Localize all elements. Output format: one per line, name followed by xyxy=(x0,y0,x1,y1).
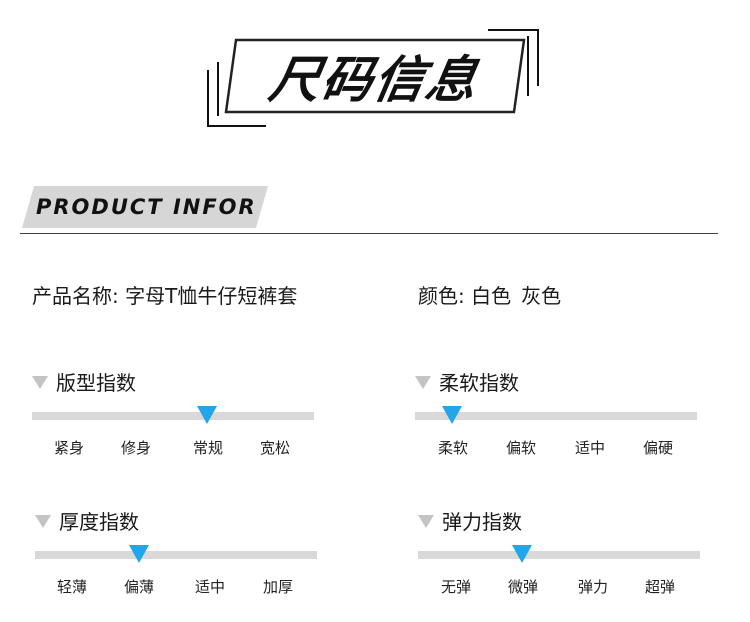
product-color-row: 颜色白色灰色 xyxy=(418,282,571,310)
level-label: 微弹 xyxy=(507,578,538,596)
level-label: 宽松 xyxy=(259,439,290,457)
level-marker-icon xyxy=(196,406,217,424)
index-track xyxy=(415,412,697,420)
index-levels: 柔软 偏软 适中 偏硬 xyxy=(415,436,697,460)
header-banner: 尺码信息 xyxy=(0,0,750,140)
index-title: 柔软指数 xyxy=(439,371,519,395)
triangle-down-icon xyxy=(415,376,431,389)
index-elasticity: 弹力指数 无弹 微弹 弹力 超弹 xyxy=(418,507,718,617)
color-value-white: 白色 xyxy=(471,284,512,308)
index-title: 厚度指数 xyxy=(59,510,139,534)
index-levels: 轻薄 偏薄 适中 加厚 xyxy=(35,575,317,599)
index-title-row: 厚度指数 xyxy=(35,507,139,537)
page-title: 尺码信息 xyxy=(265,51,484,109)
triangle-down-icon xyxy=(418,515,434,528)
index-title-row: 弹力指数 xyxy=(418,507,522,537)
index-title: 版型指数 xyxy=(56,371,136,395)
triangle-down-icon xyxy=(35,515,51,528)
level-label: 弹力 xyxy=(577,578,608,596)
index-track xyxy=(418,551,700,559)
level-marker-icon xyxy=(441,406,462,424)
level-label: 适中 xyxy=(574,439,605,457)
banner-frame xyxy=(207,29,539,127)
level-marker-icon xyxy=(129,545,150,563)
index-track xyxy=(35,551,317,559)
section-tab xyxy=(22,186,268,228)
level-label: 偏软 xyxy=(505,439,536,457)
level-label: 常规 xyxy=(192,439,223,457)
index-title: 弹力指数 xyxy=(442,510,522,534)
index-softness: 柔软指数 柔软 偏软 适中 偏硬 xyxy=(415,368,715,478)
index-fit: 版型指数 紧身 修身 常规 宽松 xyxy=(32,368,332,478)
triangle-down-icon xyxy=(32,376,48,389)
index-title-row: 柔软指数 xyxy=(415,368,519,398)
product-name-row: 产品名称字母T恤牛仔短裤套 xyxy=(32,282,297,310)
level-label: 适中 xyxy=(194,578,225,596)
index-levels: 紧身 修身 常规 宽松 xyxy=(32,436,314,460)
index-track xyxy=(32,412,314,420)
section-title: PRODUCT INFOR xyxy=(36,195,257,219)
level-label: 超弹 xyxy=(644,578,675,596)
product-name-label: 产品名称 xyxy=(32,284,125,308)
product-name-value: 字母T恤牛仔短裤套 xyxy=(125,284,298,308)
index-levels: 无弹 微弹 弹力 超弹 xyxy=(418,575,700,599)
level-label: 柔软 xyxy=(437,439,468,457)
index-title-row: 版型指数 xyxy=(32,368,136,398)
color-value-gray: 灰色 xyxy=(521,284,562,308)
index-thickness: 厚度指数 轻薄 偏薄 适中 加厚 xyxy=(35,507,335,617)
level-label: 加厚 xyxy=(262,578,293,596)
level-label: 无弹 xyxy=(440,578,471,596)
level-label: 轻薄 xyxy=(56,578,87,596)
divider xyxy=(20,233,718,234)
level-label: 紧身 xyxy=(53,439,84,457)
product-color-label: 颜色 xyxy=(418,284,471,308)
level-label: 修身 xyxy=(120,439,151,457)
level-marker-icon xyxy=(512,545,533,563)
level-label: 偏薄 xyxy=(123,578,154,596)
level-label: 偏硬 xyxy=(642,439,673,457)
